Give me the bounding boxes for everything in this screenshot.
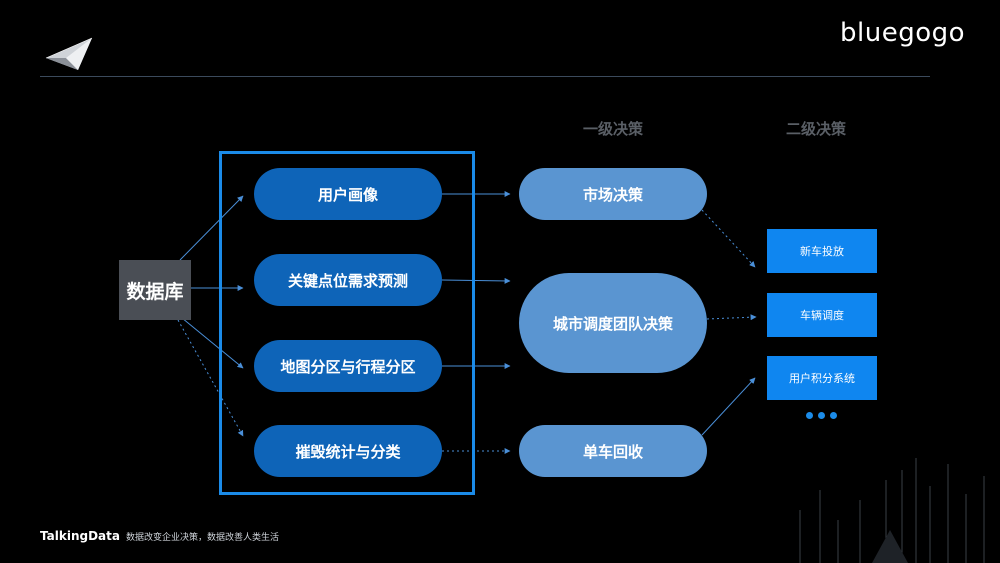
- brand-logo: bluegogo: [840, 18, 966, 48]
- footer: TalkingData 数据改变企业决策，数据改善人类生活: [40, 529, 279, 543]
- arrow-input2-to-city: [441, 277, 511, 284]
- input-node-damage-stats: 摧毁统计与分类: [254, 425, 442, 477]
- more-dots-icon: [806, 412, 838, 420]
- input-group-frame: [219, 151, 475, 495]
- level1-node-recycle: 单车回收: [519, 425, 707, 477]
- header-divider: [40, 76, 930, 77]
- footer-brand: TalkingData: [40, 529, 120, 543]
- level2-node-user-points: 用户积分系统: [767, 356, 877, 400]
- arrow-city-to-dispatch: [706, 314, 757, 321]
- city-skyline-decoration: [799, 458, 985, 563]
- database-node: 数据库: [119, 260, 191, 320]
- input-node-demand-forecast: 关键点位需求预测: [254, 254, 442, 306]
- arrow-db-to-input-1: [179, 195, 244, 261]
- arrow-recycle-to-points: [701, 377, 756, 436]
- footer-slogan: 数据改变企业决策，数据改善人类生活: [125, 533, 279, 543]
- level1-node-market: 市场决策: [519, 168, 707, 220]
- arrow-db-to-input-4: [177, 319, 244, 437]
- arrow-market-to-newbike: [701, 209, 756, 268]
- level2-node-dispatch: 车辆调度: [767, 293, 877, 337]
- input-node-user-profile: 用户画像: [254, 168, 442, 220]
- level2-node-new-bikes: 新车投放: [767, 229, 877, 273]
- arrow-db-to-input-3: [181, 317, 244, 369]
- paper-plane-logo-icon: [44, 36, 96, 76]
- column-header-level1: 一级决策: [582, 120, 643, 138]
- column-header-level2: 二级决策: [785, 120, 846, 138]
- level1-node-city-team: 城市调度团队决策: [519, 273, 707, 373]
- input-node-map-zoning: 地图分区与行程分区: [254, 340, 442, 392]
